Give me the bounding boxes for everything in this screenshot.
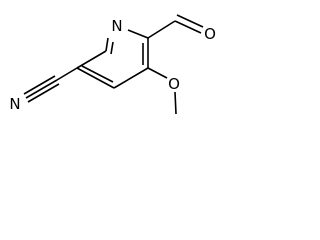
bond-nitrile-triple-1 xyxy=(25,79,58,99)
bond-ring-c5-c4 xyxy=(113,67,149,89)
bond-ring-n1-c6 xyxy=(127,29,149,39)
nitrile-nitrogen-label: N xyxy=(9,95,20,113)
bond-c5-methoxy-oxygen xyxy=(147,67,168,79)
methoxy-oxygen-label: O xyxy=(168,75,180,93)
chemical-structure: N O O N xyxy=(9,14,216,115)
bond-ring-c4-c3 xyxy=(76,67,115,89)
bond-c3-nitrile-carbon xyxy=(56,67,78,81)
bond-aldehyde-c-o xyxy=(174,20,202,34)
aldehyde-oxygen-label: O xyxy=(204,25,216,43)
bond-ring-c2-n1 xyxy=(105,37,109,52)
bond-ring-c2-n1-inner xyxy=(110,41,114,55)
ring-nitrogen-label: N xyxy=(111,17,122,35)
bond-aldehyde-c-o-second xyxy=(176,14,204,28)
bond-ring-c3-c2 xyxy=(76,50,107,69)
bond-nitrile-triple-3 xyxy=(27,83,60,103)
bond-c6-aldehyde-carbon xyxy=(147,20,176,39)
bond-methoxy-oxygen-methyl xyxy=(174,91,177,115)
bond-ring-c4-c3-inner xyxy=(81,65,114,83)
bond-nitrile-triple-2 xyxy=(23,75,56,95)
